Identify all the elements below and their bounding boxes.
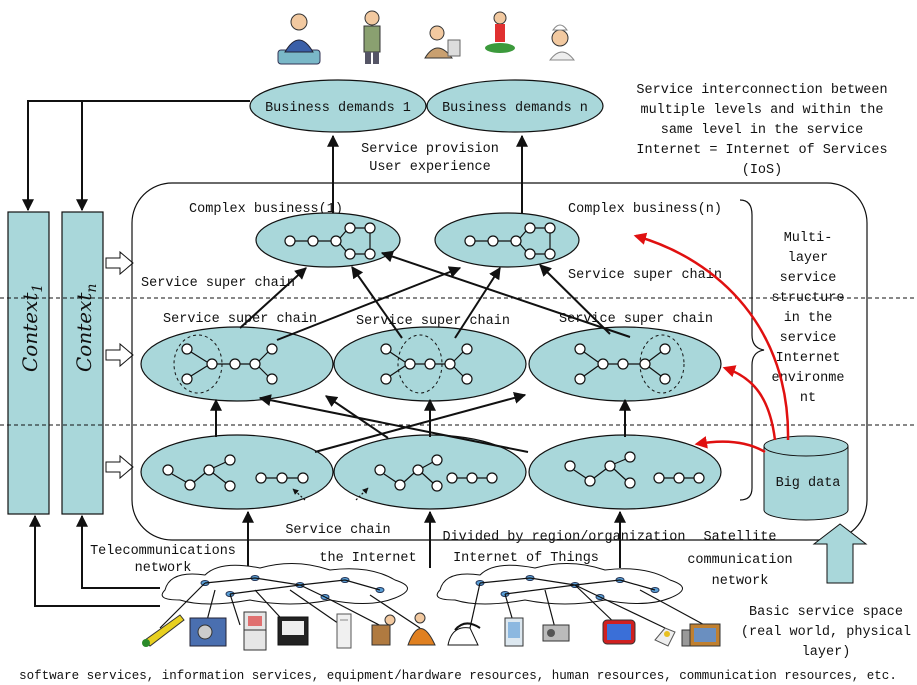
- complex-business-1-ellipse: [255, 212, 401, 268]
- ios-note-line: same level in the service: [661, 123, 864, 138]
- structure-label-line: Internet: [776, 351, 841, 366]
- golfer-icon: [485, 11, 515, 53]
- ios-note-line: Internet = Internet of Services: [636, 143, 887, 158]
- super-chain-label-top-left: Service super chain: [141, 276, 295, 291]
- monitor-icon: [602, 619, 636, 645]
- super-chain-label-right: Service super chain: [559, 312, 713, 327]
- heater-icon: [336, 613, 352, 649]
- context-input-arrow: [105, 454, 134, 480]
- super-chain-graph-left: [173, 334, 278, 394]
- camera-icon: [542, 624, 570, 642]
- service-chain-pointer: [292, 488, 306, 501]
- super-chain-label-mid: Service super chain: [356, 314, 510, 329]
- context-input-arrow: [105, 250, 134, 276]
- thermometer-icon: [142, 614, 185, 647]
- business-demands-n: [426, 79, 604, 133]
- business-demands-n-label: Business demands n: [442, 101, 588, 116]
- context-1-label: Context1: [18, 284, 46, 372]
- complex-chain-n: [464, 222, 556, 260]
- tv-icon: [277, 616, 309, 646]
- satellite-network-label: Satellite: [704, 530, 777, 545]
- complex-business-n-label: Complex business(n): [568, 202, 722, 217]
- satellite-network-label: communication: [687, 553, 792, 568]
- satellite-network-label: network: [712, 574, 769, 589]
- phone-icon: [447, 622, 481, 646]
- super-chain-label-top-right: Service super chain: [568, 268, 722, 283]
- service-chain-graph-mid: [374, 454, 498, 492]
- person-reading-icon: [277, 13, 321, 65]
- device-link-lines: [159, 582, 421, 629]
- network-cloud-left: [161, 562, 408, 605]
- chef-icon: [548, 24, 576, 61]
- user-experience-label: User experience: [369, 160, 491, 175]
- resources-footer: software services, information services,…: [19, 669, 897, 683]
- big-data-to-super-chain-arrow: [722, 365, 777, 441]
- telecom-network-label: Telecommunications: [90, 544, 236, 559]
- super-chain-graph-mid: [380, 334, 473, 394]
- worker-icon: [424, 25, 461, 59]
- inter-layer-arrows: [210, 250, 631, 453]
- tablet-icon: [504, 617, 524, 647]
- service-chain-graph-right: [564, 451, 705, 489]
- basic-space-label: (real world, physical: [741, 625, 911, 640]
- complex-business-n-ellipse: [434, 212, 580, 268]
- super-chain-label-left: Service super chain: [163, 312, 317, 327]
- context-n-box: [61, 211, 104, 515]
- businessman-icon: [363, 10, 381, 64]
- big-data-to-complex-arrow: [633, 232, 790, 441]
- basic-space-label: layer): [802, 645, 851, 660]
- big-data-cylinder: [763, 435, 849, 521]
- big-data-label: Big data: [776, 476, 841, 491]
- ios-note-line: (IoS): [742, 163, 783, 178]
- internet-label: the Internet: [319, 551, 416, 566]
- machine-icon: [189, 617, 227, 647]
- structure-label-line: service: [780, 331, 837, 346]
- physical-to-context1-line: [29, 514, 160, 607]
- complex-business-1-label: Complex business(1): [189, 202, 343, 217]
- structure-label-line: layer: [788, 251, 829, 266]
- projector-icon: [654, 627, 676, 647]
- business-demands-1-label: Business demands 1: [265, 101, 411, 116]
- service-provision-label: Service provision: [361, 142, 499, 157]
- business-demands-1: [249, 79, 427, 133]
- ios-note-line: Service interconnection between: [636, 83, 887, 98]
- network-cloud-right: [436, 562, 683, 605]
- delivery-man-icon: [371, 614, 396, 646]
- iot-label: Internet of Things: [453, 551, 599, 566]
- basic-space-label: Basic service space: [749, 605, 903, 620]
- worker-tools-icon: [407, 612, 436, 646]
- service-structure-container: [131, 182, 868, 541]
- divided-by-region-label: Divided by region/organization: [442, 530, 685, 545]
- service-chain-pointer: [355, 487, 369, 501]
- context-input-arrow: [105, 342, 134, 368]
- service-chain-graph-left: [162, 454, 309, 492]
- structure-label-line: structure: [772, 291, 845, 306]
- service-chain-label: Service chain: [285, 523, 390, 538]
- structure-label-line: Multi-: [784, 231, 833, 246]
- computer-icon: [681, 623, 721, 647]
- structure-label-line: nt: [800, 391, 816, 406]
- structure-label-line: in the: [784, 311, 833, 326]
- context-n-label: Contextn: [72, 284, 100, 372]
- telecom-network-label: network: [135, 561, 192, 576]
- device-link-lines: [469, 582, 711, 629]
- complex-chain-1: [284, 222, 376, 260]
- structure-brace: [739, 199, 765, 501]
- basic-space-up-arrow: [812, 523, 868, 584]
- demand-to-context1-line: [22, 100, 250, 212]
- structure-label-line: service: [780, 271, 837, 286]
- structure-label-line: environme: [772, 371, 845, 386]
- ios-note-line: multiple levels and within the: [640, 103, 883, 118]
- context-1-box: [7, 211, 50, 515]
- physical-to-contextn-line: [76, 514, 160, 589]
- big-data-to-service-chain-arrow: [694, 436, 766, 454]
- cabinet-icon: [243, 611, 267, 651]
- super-chain-graph-right: [574, 334, 685, 394]
- service-chain-ellipse-right: [528, 434, 722, 510]
